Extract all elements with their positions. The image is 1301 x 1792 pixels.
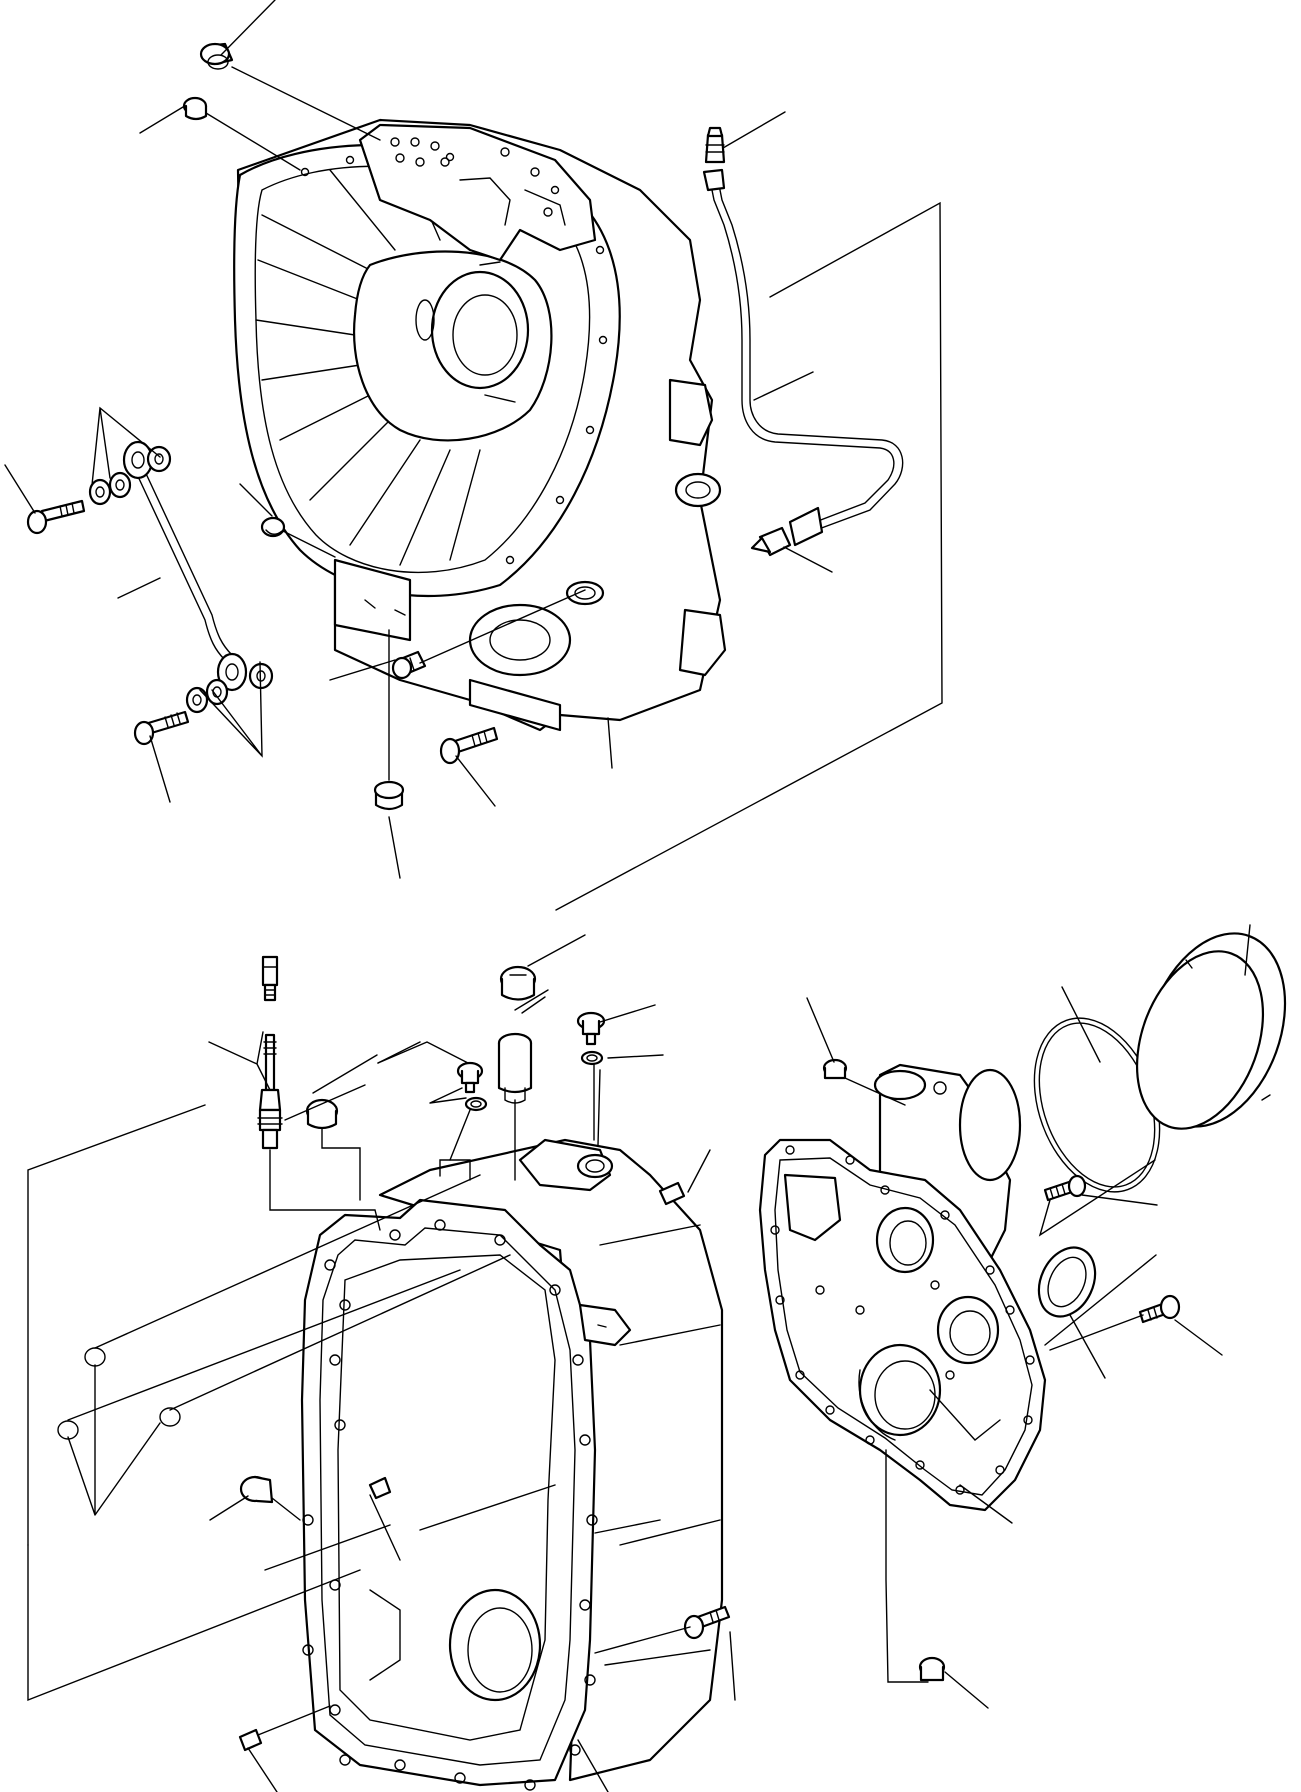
level-plug-right[interactable] — [576, 1011, 606, 1046]
bell-housing-group — [4, 0, 943, 911]
case-bolt-right[interactable] — [683, 1605, 731, 1640]
pto-end-cover[interactable] — [1114, 914, 1301, 1146]
transmission-case-group — [27, 934, 736, 1792]
top-plug-small[interactable] — [182, 96, 208, 121]
pto-cover-plug[interactable] — [822, 1058, 848, 1080]
washer-upper-mid[interactable] — [108, 471, 132, 499]
top-plug-large[interactable] — [199, 42, 234, 70]
pto-drain-plug[interactable] — [918, 1656, 946, 1682]
transmission-case[interactable] — [300, 1138, 724, 1791]
pto-housing-group — [758, 914, 1301, 1709]
strap-bolt-upper[interactable] — [26, 499, 86, 535]
drain-plug-upper[interactable] — [391, 650, 427, 680]
washer-lower-mid[interactable] — [205, 678, 229, 706]
case-plug-top[interactable] — [305, 1098, 339, 1130]
bell-housing[interactable] — [233, 118, 727, 732]
leader-lines-pto — [806, 924, 1251, 1709]
lube-pipe-assembly[interactable] — [702, 168, 904, 547]
washer-upper-left[interactable] — [88, 478, 112, 506]
leader-lines-upper — [4, 0, 943, 911]
washer-upper-right[interactable] — [146, 445, 172, 473]
dowel-pin-top[interactable] — [658, 1181, 686, 1206]
pipe-fitting-top[interactable] — [704, 126, 726, 164]
pipe-fitting-bottom[interactable] — [750, 526, 792, 557]
pto-oil-seal[interactable] — [1028, 1238, 1106, 1325]
o-ring-left-right[interactable] — [159, 1407, 181, 1427]
pto-side-bolt[interactable] — [1138, 1294, 1181, 1324]
level-plug-left[interactable] — [456, 1061, 484, 1094]
leader-lines-case — [27, 934, 736, 1792]
pto-housing[interactable] — [758, 1063, 1047, 1512]
housing-bolt[interactable] — [439, 726, 499, 765]
o-ring-left-upper[interactable] — [84, 1347, 106, 1367]
washer-lower-left[interactable] — [185, 686, 209, 714]
pto-mount-bolt[interactable] — [1043, 1174, 1087, 1202]
filler-tube[interactable] — [497, 1032, 533, 1104]
side-plug[interactable] — [260, 516, 286, 538]
dowel-pin-bottom[interactable] — [238, 1728, 263, 1752]
level-plug-right-oring[interactable] — [580, 1050, 604, 1066]
bottom-plug[interactable] — [373, 780, 405, 811]
level-plug-left-oring[interactable] — [464, 1096, 488, 1112]
filler-plug[interactable] — [499, 965, 537, 1001]
case-plug-side[interactable] — [239, 1475, 274, 1504]
strap-bolt-lower[interactable] — [133, 710, 190, 746]
breather-tube[interactable] — [257, 1033, 283, 1150]
ground-strap[interactable] — [122, 440, 248, 692]
breather-fitting[interactable] — [261, 955, 279, 1002]
